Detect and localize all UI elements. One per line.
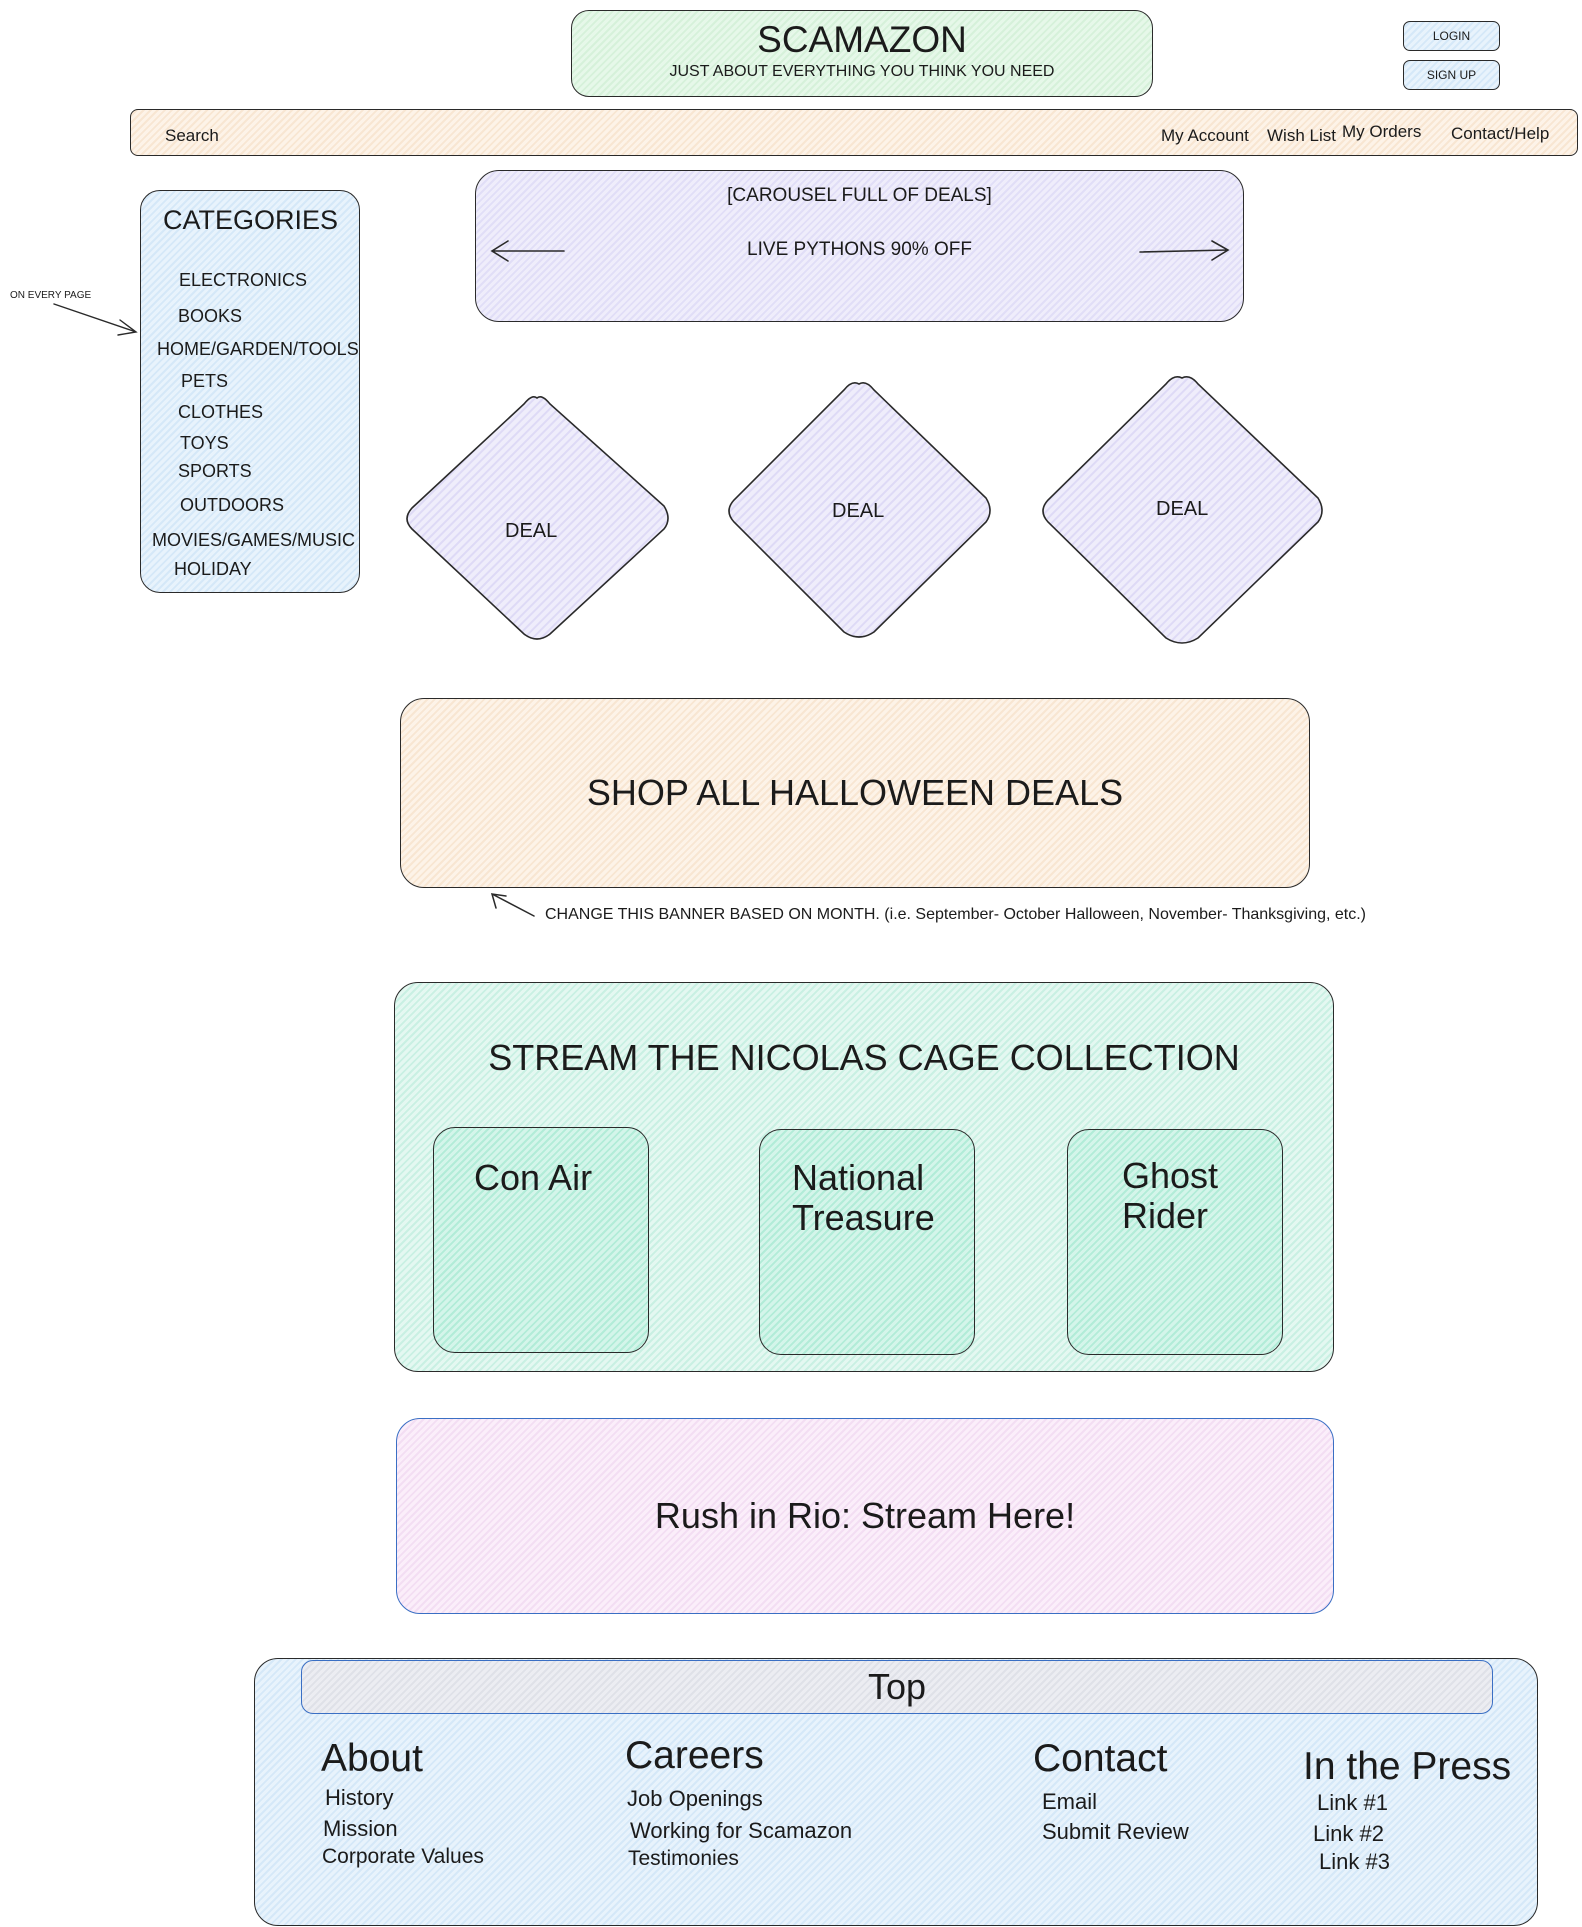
movie-title: Con Air <box>474 1157 593 1198</box>
back-to-top-label: Top <box>867 1666 927 1707</box>
footer-heading-about: About <box>321 1737 423 1780</box>
deal-tile-2[interactable]: DEAL <box>724 380 994 642</box>
banner-annotation: CHANGE THIS BANNER BASED ON MONTH. (i.e.… <box>545 906 1366 923</box>
deal-diamond-shape <box>406 396 669 640</box>
categories-sidebar: CATEGORIES ELECTRONICS BOOKS HOME/GARDEN… <box>140 190 360 593</box>
footer-link-history[interactable]: History <box>325 1785 394 1810</box>
seasonal-banner-label: SHOP ALL HALLOWEEN DEALS <box>586 772 1124 813</box>
category-movies-games-music[interactable]: MOVIES/GAMES/MUSIC <box>152 530 356 550</box>
stream-banner-label: Rush in Rio: Stream Here! <box>654 1495 1076 1536</box>
signup-button[interactable]: SIGN UP <box>1403 60 1500 90</box>
footer-link-submit-review[interactable]: Submit Review <box>1042 1819 1189 1844</box>
footer-link-2[interactable]: Link #2 <box>1313 1821 1384 1846</box>
sidebar-annotation: ON EVERY PAGE <box>10 290 92 301</box>
brand-title: SCAMAZON <box>757 19 967 60</box>
deals-carousel[interactable]: [CAROUSEL FULL OF DEALS] LIVE PYTHONS 90… <box>475 170 1244 322</box>
categories-title: CATEGORIES <box>163 205 339 235</box>
brand-tagline: JUST ABOUT EVERYTHING YOU THINK YOU NEED <box>669 63 1055 80</box>
arrow-right-icon[interactable] <box>1136 236 1236 266</box>
search-input[interactable]: Search <box>165 126 219 145</box>
footer-link-mission[interactable]: Mission <box>323 1816 398 1841</box>
category-outdoors[interactable]: OUTDOORS <box>180 495 285 515</box>
nav-contact-help[interactable]: Contact/Help <box>1451 124 1550 143</box>
collection-section: STREAM THE NICOLAS CAGE COLLECTION Con A… <box>394 982 1334 1372</box>
movie-title: National Treasure <box>792 1157 935 1238</box>
footer-heading-in-the-press: In the Press <box>1303 1745 1512 1788</box>
deal-diamond-shape <box>728 382 991 638</box>
collection-title: STREAM THE NICOLAS CAGE COLLECTION <box>488 1037 1240 1078</box>
movie-card-ghost-rider[interactable]: Ghost Rider <box>1067 1129 1283 1355</box>
movie-title: Ghost Rider <box>1122 1155 1219 1236</box>
stream-banner[interactable]: Rush in Rio: Stream Here! <box>396 1418 1334 1614</box>
login-label: LOGIN <box>1432 29 1471 43</box>
signup-label: SIGN UP <box>1426 68 1477 82</box>
footer: Top About History Mission Corporate Valu… <box>254 1658 1538 1926</box>
footer-heading-careers: Careers <box>625 1734 764 1777</box>
deal-label: DEAL <box>1156 498 1209 520</box>
login-button[interactable]: LOGIN <box>1403 21 1500 51</box>
nav-bar: Search My Account Wish List My Orders Co… <box>130 109 1578 156</box>
category-books[interactable]: BOOKS <box>178 306 243 326</box>
footer-heading-contact: Contact <box>1033 1737 1168 1780</box>
nav-wish-list[interactable]: Wish List <box>1267 126 1336 145</box>
brand-header: SCAMAZON JUST ABOUT EVERYTHING YOU THINK… <box>571 10 1153 97</box>
category-home-garden-tools[interactable]: HOME/GARDEN/TOOLS <box>157 339 359 359</box>
category-pets[interactable]: PETS <box>181 371 229 391</box>
category-clothes[interactable]: CLOTHES <box>178 402 264 422</box>
annotation-arrow-icon <box>490 893 535 917</box>
deal-tile-1[interactable]: DEAL <box>402 394 672 644</box>
nav-my-orders[interactable]: My Orders <box>1342 122 1422 141</box>
footer-link-3[interactable]: Link #3 <box>1319 1849 1390 1874</box>
footer-link-corporate-values[interactable]: Corporate Values <box>322 1845 484 1868</box>
deal-label: DEAL <box>505 520 558 542</box>
category-holiday[interactable]: HOLIDAY <box>174 559 252 579</box>
footer-link-1[interactable]: Link #1 <box>1317 1790 1388 1815</box>
category-toys[interactable]: TOYS <box>180 433 229 453</box>
movie-card-con-air[interactable]: Con Air <box>433 1127 649 1353</box>
back-to-top-button[interactable]: Top <box>301 1660 1493 1714</box>
footer-link-working-for-scamazon[interactable]: Working for Scamazon <box>630 1818 853 1843</box>
footer-link-testimonies[interactable]: Testimonies <box>628 1847 739 1870</box>
deal-label: DEAL <box>832 500 885 522</box>
arrow-left-icon[interactable] <box>486 236 566 266</box>
nav-my-account[interactable]: My Account <box>1161 126 1249 145</box>
category-sports[interactable]: SPORTS <box>178 461 252 481</box>
carousel-deal: LIVE PYTHONS 90% OFF <box>747 239 972 260</box>
seasonal-banner[interactable]: SHOP ALL HALLOWEEN DEALS <box>400 698 1310 888</box>
category-electronics[interactable]: ELECTRONICS <box>179 270 308 290</box>
footer-link-job-openings[interactable]: Job Openings <box>627 1786 763 1811</box>
carousel-title: [CAROUSEL FULL OF DEALS] <box>727 185 992 206</box>
deal-tile-3[interactable]: DEAL <box>1038 374 1326 648</box>
deal-diamond-shape <box>1042 376 1323 644</box>
movie-card-national-treasure[interactable]: National Treasure <box>759 1129 975 1355</box>
footer-link-email[interactable]: Email <box>1042 1789 1098 1814</box>
annotation-arrow-icon <box>53 303 138 336</box>
